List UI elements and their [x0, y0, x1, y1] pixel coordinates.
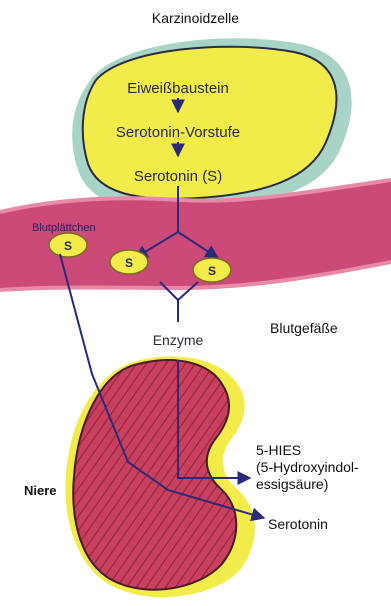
platelet-s-mark: S [208, 264, 216, 278]
platelets-label: Blutplättchen [32, 222, 96, 234]
cell-step-1: Eiweißbaustein [127, 80, 229, 97]
kidney-label: Niere [24, 483, 57, 498]
metabolite-line-2: (5-Hydroxyindol- [256, 459, 359, 476]
diagram-title: Karzinoidzelle [0, 10, 391, 26]
blood-vessels-label: Blutgefäße [270, 320, 338, 336]
metabolite-label: 5-HIES (5-Hydroxyindol- essigsäure) [256, 442, 359, 493]
platelet-s-mark: S [125, 256, 133, 270]
metabolite-line-3: essigsäure) [256, 476, 359, 493]
kidney [65, 356, 254, 597]
platelet-s-mark: S [64, 239, 72, 253]
cell-step-3: Serotonin (S) [134, 168, 222, 185]
platelet: S [110, 250, 148, 274]
platelet: S [193, 258, 231, 282]
enzyme-label: Enzyme [153, 332, 204, 348]
cell-step-2: Serotonin-Vorstufe [116, 124, 240, 141]
metabolite-line-1: 5-HIES [256, 442, 359, 459]
serotonin-excretion-label: Serotonin [268, 516, 328, 532]
platelet: S [49, 233, 87, 257]
